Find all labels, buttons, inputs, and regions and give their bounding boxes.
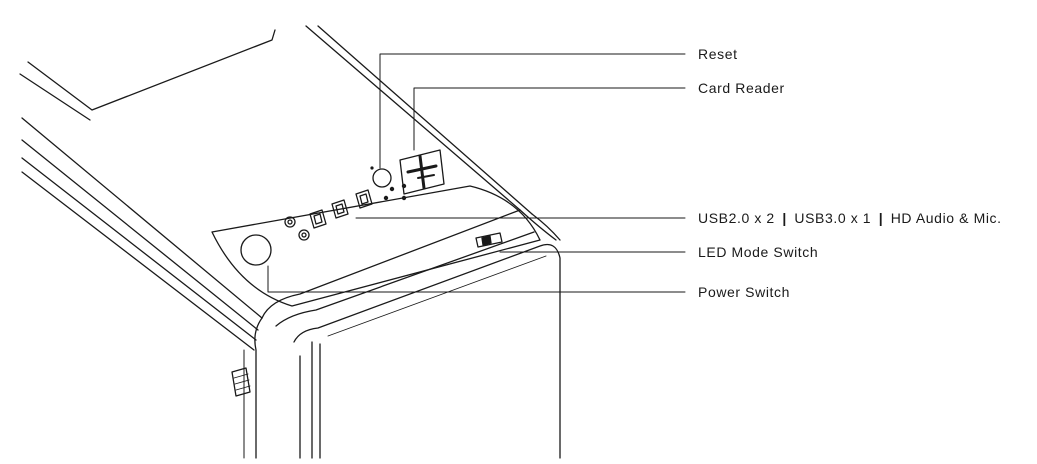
card-reader-slot[interactable] (399, 149, 445, 195)
audio-jacks[interactable] (284, 216, 310, 241)
led-mode-switch[interactable] (475, 232, 503, 248)
usb-audio-label: USB2.0 x 2 | USB3.0 x 1 | HD Audio & Mic… (698, 210, 1002, 226)
case-top-edge (305, 25, 561, 241)
top-panel-window (19, 29, 276, 121)
reset-label: Reset (698, 46, 738, 62)
thumbscrew (231, 367, 251, 397)
io-plate (211, 185, 541, 307)
callout-lines (267, 53, 686, 293)
card-reader-leader (413, 87, 686, 151)
separator-2: | (878, 210, 884, 226)
hd-audio-label: HD Audio & Mic. (890, 210, 1002, 226)
separator-1: | (782, 210, 787, 226)
card-reader-label: Card Reader (698, 80, 785, 96)
power-switch-label: Power Switch (698, 284, 791, 300)
usb-ports[interactable] (309, 189, 373, 229)
led-mode-switch-label: LED Mode Switch (698, 244, 819, 260)
usb2-label: USB2.0 x 2 (698, 210, 775, 226)
front-bezel (261, 209, 561, 459)
power-leader (267, 265, 686, 293)
power-button[interactable] (240, 234, 272, 266)
reset-leader (379, 53, 686, 169)
usb3-label: USB3.0 x 1 (794, 210, 872, 226)
reset-button[interactable] (372, 168, 392, 188)
case-left-edge (21, 117, 263, 459)
